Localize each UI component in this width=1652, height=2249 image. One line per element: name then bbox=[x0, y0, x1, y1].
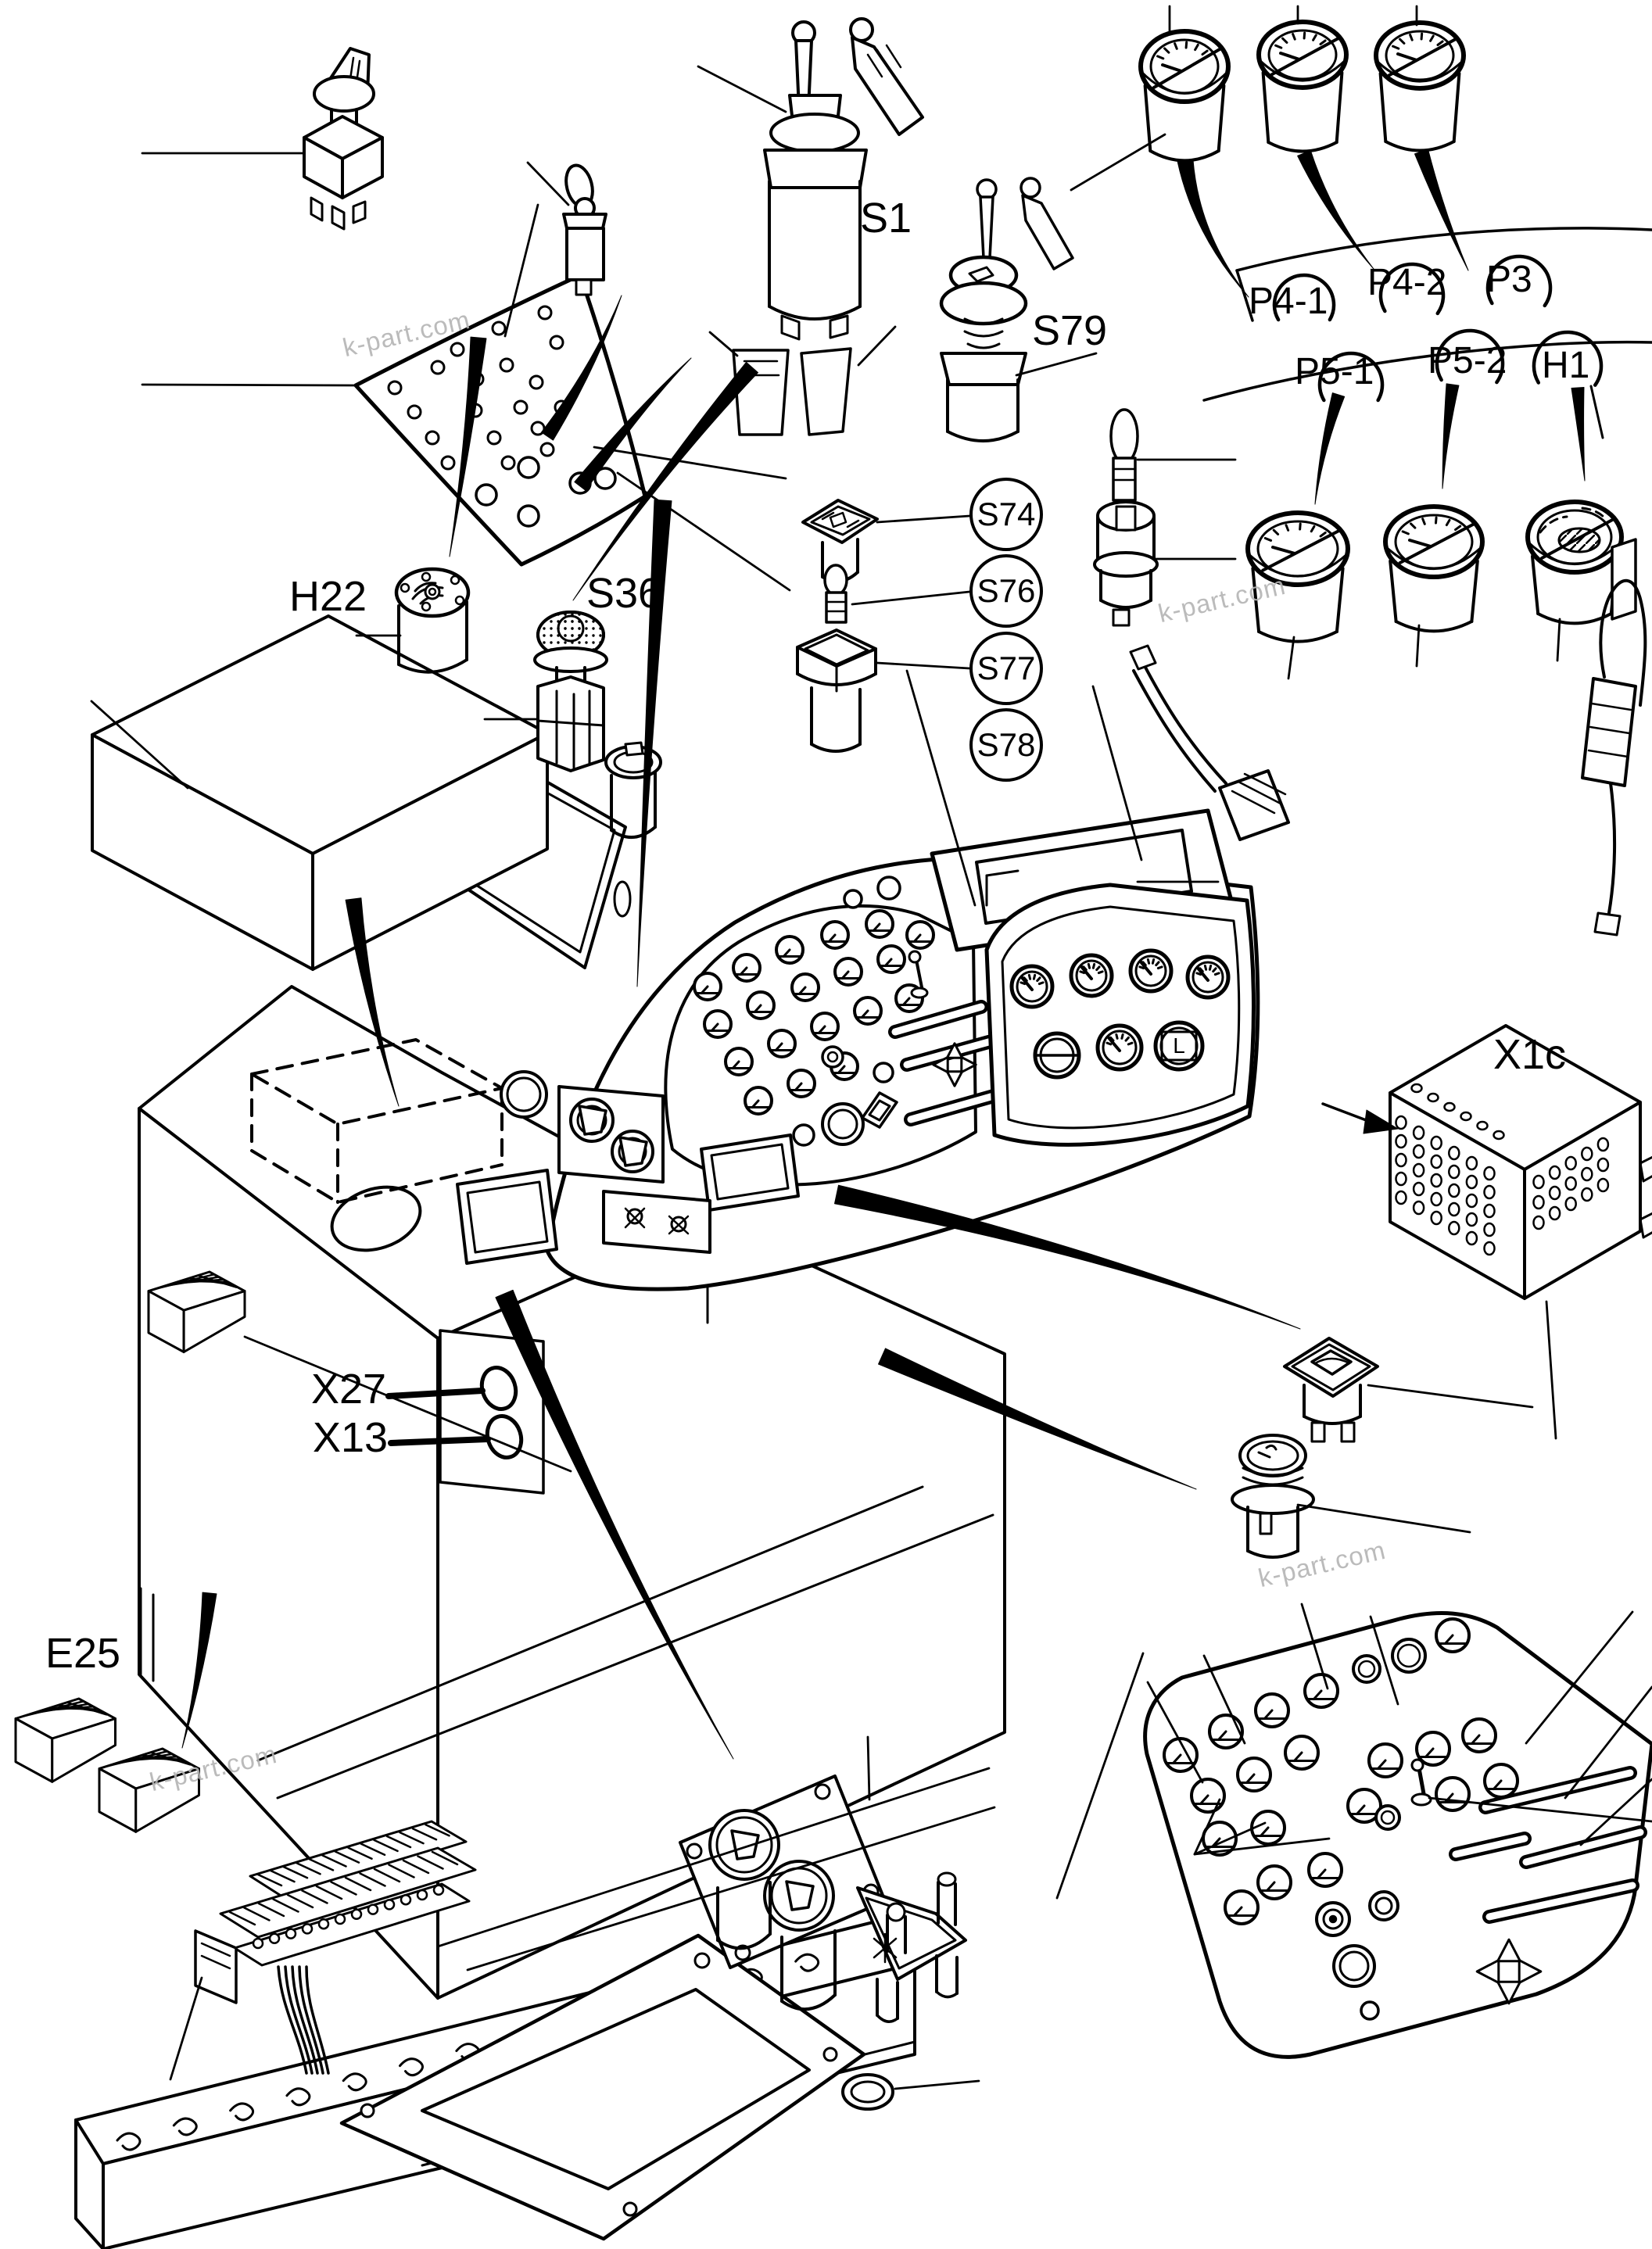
label-x27: X27 bbox=[311, 1366, 387, 1413]
label-s76: S76 bbox=[969, 554, 1043, 628]
switch-panel-detail bbox=[1143, 1611, 1652, 2059]
blanking-cap-part bbox=[841, 2073, 894, 2111]
radio-unit-part bbox=[91, 614, 632, 971]
label-p3: P3 bbox=[1486, 259, 1532, 300]
label-s79: S79 bbox=[1032, 307, 1108, 354]
terminal-module-x1c bbox=[1389, 1024, 1652, 1300]
mini-keypad-part bbox=[856, 1871, 967, 2023]
label-e25: E25 bbox=[45, 1630, 121, 1677]
label-s78: S78 bbox=[969, 708, 1043, 782]
label-s77: S77 bbox=[969, 632, 1043, 705]
leader-lines bbox=[90, 5, 1652, 2090]
label-x1c: X1c bbox=[1493, 1031, 1567, 1078]
perforated-plate-part bbox=[353, 273, 647, 567]
hour-gauge-letter: L bbox=[1173, 1033, 1185, 1058]
label-s1: S1 bbox=[860, 195, 912, 242]
label-h22: H22 bbox=[289, 573, 367, 620]
cover-gasket-part bbox=[339, 1933, 866, 2241]
relay-module bbox=[147, 1270, 246, 1353]
emergency-stop-part-s36 bbox=[533, 611, 608, 772]
wiring-connectors bbox=[1129, 578, 1647, 936]
terminal-strip bbox=[194, 1820, 477, 2075]
label-h1: H1 bbox=[1542, 345, 1590, 386]
rotary-switch-part bbox=[303, 47, 384, 231]
label-p4-2: P4-2 bbox=[1367, 262, 1447, 303]
rocker-switch-part bbox=[1283, 1337, 1379, 1443]
indicator-lamp-parts bbox=[796, 499, 879, 753]
label-p4-1: P4-1 bbox=[1249, 281, 1328, 322]
bulb-and-socket-parts bbox=[1093, 408, 1159, 627]
flow-arrows bbox=[181, 149, 1586, 1760]
gauge-parts-top bbox=[1138, 20, 1466, 163]
connector-openings-x27-x13 bbox=[385, 1329, 545, 1495]
console-dash-panel bbox=[456, 741, 1260, 1291]
gauge-parts-lower bbox=[1245, 500, 1637, 643]
label-s36: S36 bbox=[586, 570, 662, 617]
instrument-cluster bbox=[930, 808, 1256, 1147]
label-p5-2: P5-2 bbox=[1428, 340, 1507, 381]
module-e25 bbox=[14, 1697, 200, 1833]
power-socket-part bbox=[1231, 1434, 1315, 1559]
label-x13: X13 bbox=[313, 1414, 389, 1461]
toggle-switch-part bbox=[562, 163, 607, 296]
key-switch-part-s79 bbox=[939, 177, 1074, 442]
gauge-panel-cutouts bbox=[1202, 227, 1652, 439]
label-s74: S74 bbox=[969, 478, 1043, 551]
label-p5-1: P5-1 bbox=[1295, 351, 1374, 392]
